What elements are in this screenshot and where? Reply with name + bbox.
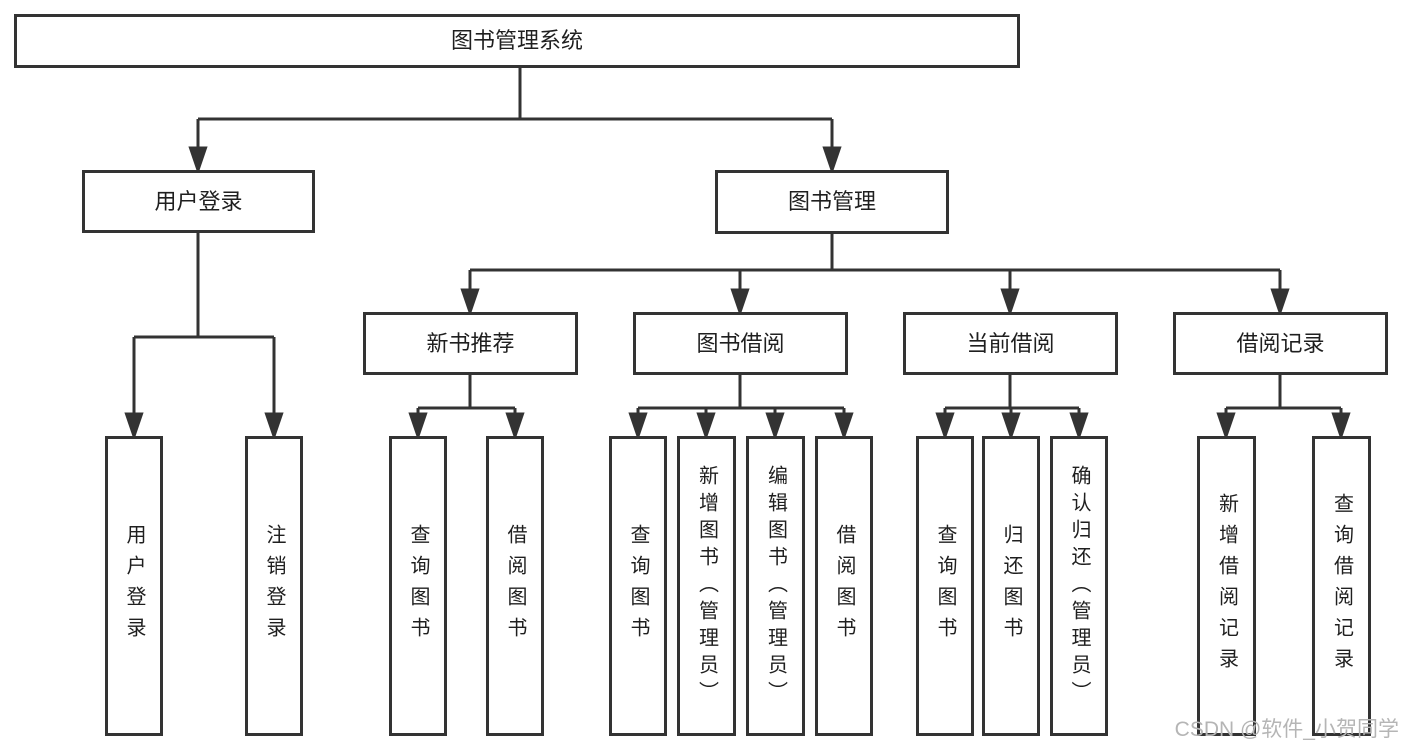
leaf-nbr-borrow-books-label: 借阅图书 bbox=[504, 524, 526, 648]
leaf-user-login: 用户登录 bbox=[105, 436, 163, 736]
node-user-login: 用户登录 bbox=[82, 170, 315, 233]
arrow-down-icon bbox=[188, 146, 208, 175]
node-book-borrowing-label: 图书借阅 bbox=[696, 330, 785, 356]
leaf-nbr-borrow-books: 借阅图书 bbox=[486, 436, 544, 736]
arrow-down-icon bbox=[1270, 288, 1290, 317]
leaf-logout-label: 注销登录 bbox=[263, 524, 285, 648]
arrow-down-icon bbox=[505, 412, 525, 441]
leaf-bb-query-books: 查询图书 bbox=[609, 436, 667, 736]
arrow-down-icon bbox=[408, 412, 428, 441]
arrow-down-icon bbox=[822, 146, 842, 175]
connector-current-borrowing-split bbox=[935, 375, 1089, 441]
leaf-bb-borrow-books: 借阅图书 bbox=[815, 436, 873, 736]
arrow-down-icon bbox=[1000, 288, 1020, 317]
leaf-cb-query-books-label: 查询图书 bbox=[934, 524, 956, 648]
leaf-cb-return-books-label: 归还图书 bbox=[1000, 524, 1022, 648]
arrow-down-icon bbox=[264, 412, 284, 441]
arrow-down-icon bbox=[696, 412, 716, 441]
leaf-bb-edit-books-admin-label: 编辑图书（管理员） bbox=[764, 464, 787, 708]
node-new-book-recommend: 新书推荐 bbox=[363, 312, 578, 375]
connector-user-login-split bbox=[124, 233, 284, 441]
leaf-cb-confirm-return-admin: 确认归还（管理员） bbox=[1050, 436, 1108, 736]
arrow-down-icon bbox=[1069, 412, 1089, 441]
node-borrowing-records: 借阅记录 bbox=[1173, 312, 1388, 375]
csdn-watermark: CSDN @软件_小贺同学 bbox=[1174, 718, 1399, 741]
arrow-down-icon bbox=[1331, 412, 1351, 441]
arrow-down-icon bbox=[124, 412, 144, 441]
leaf-user-login-label: 用户登录 bbox=[123, 524, 145, 648]
node-book-borrowing: 图书借阅 bbox=[633, 312, 848, 375]
leaf-br-add-record-label: 新增借阅记录 bbox=[1215, 493, 1238, 679]
connector-book-management-split bbox=[460, 234, 1290, 317]
node-borrowing-records-label: 借阅记录 bbox=[1236, 330, 1325, 356]
leaf-br-query-record-label: 查询借阅记录 bbox=[1330, 493, 1353, 679]
leaf-cb-return-books: 归还图书 bbox=[982, 436, 1040, 736]
leaf-logout: 注销登录 bbox=[245, 436, 303, 736]
node-root: 图书管理系统 bbox=[14, 14, 1020, 68]
leaf-cb-confirm-return-admin-label: 确认归还（管理员） bbox=[1068, 464, 1090, 708]
arrow-down-icon bbox=[935, 412, 955, 441]
leaf-br-query-record: 查询借阅记录 bbox=[1312, 436, 1371, 736]
arrow-down-icon bbox=[730, 288, 750, 317]
node-current-borrowing: 当前借阅 bbox=[903, 312, 1118, 375]
node-book-management: 图书管理 bbox=[715, 170, 949, 234]
leaf-cb-query-books: 查询图书 bbox=[916, 436, 974, 736]
leaf-bb-add-books-admin: 新增图书（管理员） bbox=[677, 436, 736, 736]
node-new-book-recommend-label: 新书推荐 bbox=[426, 330, 515, 356]
arrow-down-icon bbox=[628, 412, 648, 441]
leaf-br-add-record: 新增借阅记录 bbox=[1197, 436, 1256, 736]
arrow-down-icon bbox=[460, 288, 480, 317]
arrow-down-icon bbox=[1001, 412, 1021, 441]
leaf-bb-borrow-books-label: 借阅图书 bbox=[833, 524, 855, 648]
connector-book-borrowing-split bbox=[628, 375, 854, 441]
node-book-management-label: 图书管理 bbox=[787, 189, 876, 214]
leaf-bb-add-books-admin-label: 新增图书（管理员） bbox=[695, 464, 718, 708]
arrow-down-icon bbox=[834, 412, 854, 441]
arrow-down-icon bbox=[765, 412, 785, 441]
node-root-label: 图书管理系统 bbox=[450, 28, 583, 53]
leaf-bb-edit-books-admin: 编辑图书（管理员） bbox=[746, 436, 805, 736]
leaf-nbr-query-books-label: 查询图书 bbox=[407, 524, 429, 648]
node-user-login-label: 用户登录 bbox=[154, 188, 243, 214]
connector-borrowing-records-split bbox=[1216, 375, 1351, 441]
leaf-nbr-query-books: 查询图书 bbox=[389, 436, 447, 736]
arrow-down-icon bbox=[1216, 412, 1236, 441]
leaf-bb-query-books-label: 查询图书 bbox=[627, 524, 649, 648]
connector-root-split bbox=[188, 68, 842, 175]
connector-new-book-recommend-split bbox=[408, 375, 525, 441]
node-current-borrowing-label: 当前借阅 bbox=[966, 330, 1055, 356]
